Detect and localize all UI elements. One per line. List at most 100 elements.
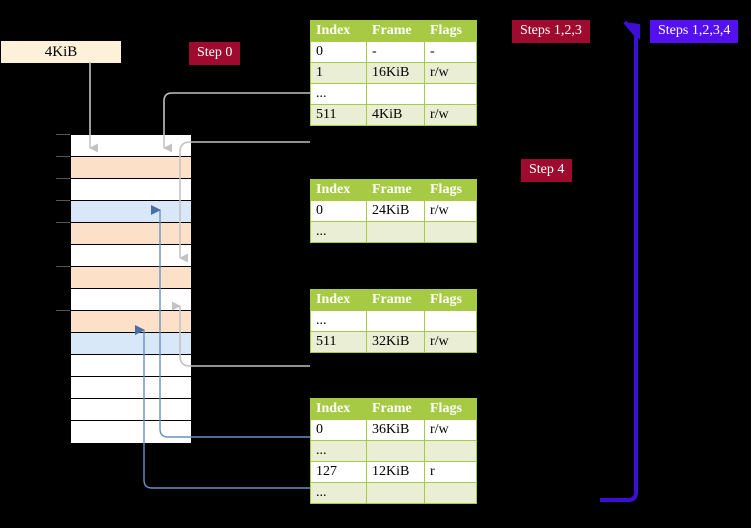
memory-row	[71, 377, 191, 399]
memory-row	[71, 289, 191, 311]
column-header-index: Index	[310, 179, 367, 201]
cell-flags	[424, 83, 477, 105]
column-header-flags: Flags	[424, 398, 477, 420]
column-header-frame: Frame	[366, 289, 425, 311]
cell-index: 0	[310, 200, 367, 222]
memory-row	[71, 311, 191, 333]
cell-flags	[424, 310, 477, 332]
cell-index: ...	[310, 310, 367, 332]
column-header-frame: Frame	[366, 398, 425, 420]
column-header-flags: Flags	[424, 20, 477, 42]
cell-flags	[424, 221, 477, 243]
cell-flags: r/w	[424, 331, 477, 353]
cell-index: 127	[310, 461, 367, 483]
memory-tick	[56, 156, 70, 157]
memory-row	[71, 399, 191, 421]
column-header-frame: Frame	[366, 179, 425, 201]
cell-frame: -	[366, 41, 425, 63]
memory-row	[71, 333, 191, 355]
cell-frame: 4KiB	[366, 104, 425, 126]
cell-index: ...	[310, 221, 367, 243]
cell-index: 511	[310, 331, 367, 353]
connector-t1r511-to-memory	[179, 141, 310, 263]
cell-frame: 16KiB	[366, 62, 425, 84]
memory-tick	[56, 310, 70, 311]
memory-row	[71, 223, 191, 245]
cell-index: 511	[310, 104, 367, 126]
arrowhead-steps1234	[624, 22, 640, 40]
connector-steps1234-bracket	[600, 20, 638, 502]
cell-flags: r/w	[424, 62, 477, 84]
cell-frame	[366, 440, 425, 462]
cell-flags	[424, 482, 477, 504]
cell-flags: r/w	[424, 104, 477, 126]
steps123-badge-label: Steps 1,2,3	[520, 23, 582, 38]
memory-row	[71, 135, 191, 157]
physical-memory-column	[70, 134, 191, 443]
memory-row	[71, 421, 191, 443]
cell-index: 0	[310, 41, 367, 63]
cell-frame: 24KiB	[366, 200, 425, 222]
cell-index: 1	[310, 62, 367, 84]
cell-frame	[366, 482, 425, 504]
cell-index: ...	[310, 440, 367, 462]
table-row: ...	[310, 440, 477, 462]
column-header-flags: Flags	[424, 179, 477, 201]
size-label-text: 4KiB	[44, 43, 78, 60]
step4-badge-label: Step 4	[529, 162, 565, 177]
column-header-frame: Frame	[366, 20, 425, 42]
step0-badge-label: Step 0	[197, 45, 233, 60]
cell-flags	[424, 440, 477, 462]
column-header-index: Index	[310, 20, 367, 42]
cell-flags: r/w	[424, 200, 477, 222]
cell-frame: 12KiB	[366, 461, 425, 483]
steps1234-badge: Steps 1,2,3,4	[650, 20, 739, 43]
cell-index: ...	[310, 83, 367, 105]
step0-badge: Step 0	[189, 42, 241, 65]
memory-tick	[56, 134, 70, 135]
cell-frame	[366, 83, 425, 105]
memory-tick	[56, 200, 70, 201]
cell-index: ...	[310, 482, 367, 504]
memory-row	[71, 201, 191, 223]
table-row: 0--	[310, 41, 477, 63]
steps1234-badge-label: Steps 1,2,3,4	[658, 23, 731, 38]
column-header-flags: Flags	[424, 289, 477, 311]
memory-row	[71, 245, 191, 267]
cell-frame	[366, 310, 425, 332]
cell-frame: 36KiB	[366, 419, 425, 441]
memory-tick	[56, 266, 70, 267]
connector-t3-to-memory	[172, 301, 310, 367]
column-header-index: Index	[310, 398, 367, 420]
steps123-badge: Steps 1,2,3	[512, 20, 590, 43]
cell-flags: -	[424, 41, 477, 63]
table-row: ...	[310, 310, 477, 332]
size-label-box: 4KiB	[0, 40, 122, 64]
table-row: ...	[310, 83, 477, 105]
cell-flags: r/w	[424, 419, 477, 441]
step4-badge: Step 4	[521, 159, 573, 182]
memory-tick	[56, 178, 70, 179]
cell-frame: 32KiB	[366, 331, 425, 353]
memory-row	[71, 179, 191, 201]
memory-row	[71, 157, 191, 179]
memory-tick	[56, 222, 70, 223]
cell-index: 0	[310, 419, 367, 441]
table-row: ...	[310, 482, 477, 504]
cell-flags: r	[424, 461, 477, 483]
memory-row	[71, 355, 191, 377]
column-header-index: Index	[310, 289, 367, 311]
memory-row	[71, 267, 191, 289]
cell-frame	[366, 221, 425, 243]
